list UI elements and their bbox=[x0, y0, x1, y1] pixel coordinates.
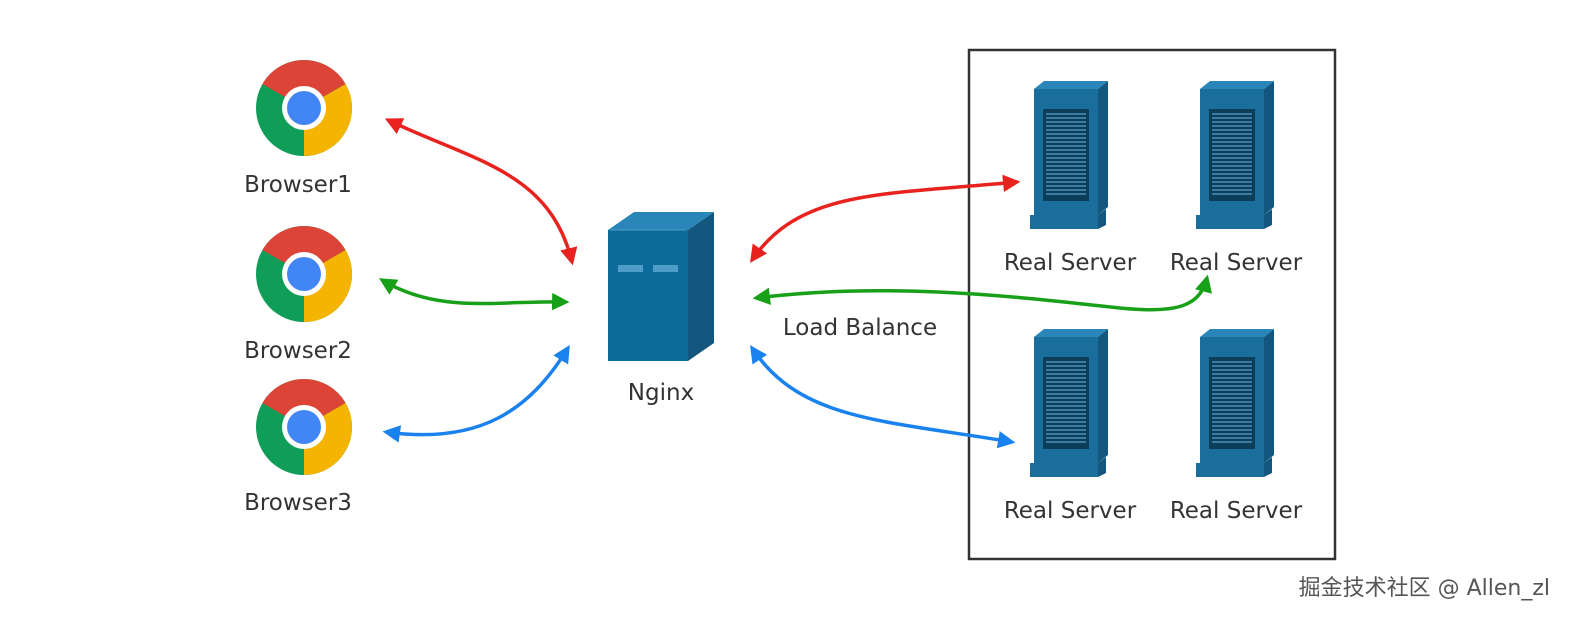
browser1-label: Browser1 bbox=[244, 172, 352, 198]
real-server-label-4: Real Server bbox=[1169, 498, 1303, 524]
watermark: 掘金技术社区 @ Allen_zl bbox=[1298, 576, 1550, 601]
arrow-browser3-nginx bbox=[382, 345, 570, 443]
rack-server-icon-3 bbox=[1030, 328, 1109, 477]
chrome-icon-browser1 bbox=[256, 59, 353, 156]
real-server-label-2: Real Server bbox=[1169, 250, 1303, 276]
arrow-nginx-server3 bbox=[750, 345, 1016, 449]
server-group-box bbox=[967, 48, 1337, 561]
real-server-label-1: Real Server bbox=[1003, 250, 1137, 276]
arrow-nginx-server2 bbox=[752, 274, 1212, 312]
rack-server-icon-2 bbox=[1196, 80, 1275, 229]
browser2-label: Browser2 bbox=[244, 338, 352, 364]
chrome-icon-browser3 bbox=[256, 378, 353, 475]
nginx-label: Nginx bbox=[627, 380, 695, 406]
arrow-nginx-server1 bbox=[750, 174, 1021, 263]
load-balance-label: Load Balance bbox=[782, 315, 938, 341]
chrome-icon-browser2 bbox=[256, 225, 353, 322]
server-tower-icon bbox=[608, 211, 715, 362]
rack-server-icon-4 bbox=[1196, 328, 1275, 477]
browser3-label: Browser3 bbox=[244, 490, 352, 516]
arrow-browser2-nginx bbox=[379, 278, 570, 311]
rack-server-icon-1 bbox=[1030, 80, 1109, 229]
arrow-browser1-nginx bbox=[384, 118, 578, 266]
real-server-label-3: Real Server bbox=[1003, 498, 1137, 524]
